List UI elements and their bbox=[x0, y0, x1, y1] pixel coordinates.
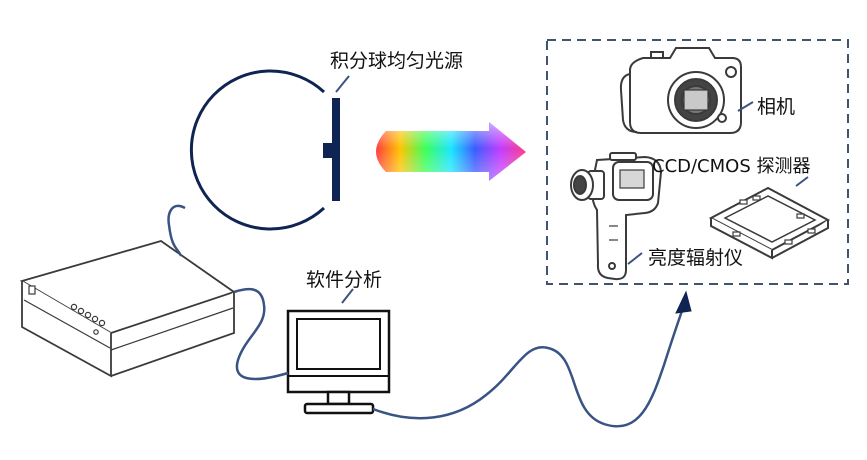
pc-to-devices-cable bbox=[372, 307, 685, 428]
rainbow-arrow-icon bbox=[376, 122, 526, 181]
camera-label: 相机 bbox=[757, 96, 796, 118]
arrow-head-icon bbox=[675, 290, 692, 314]
controller-to-pc-cable bbox=[233, 287, 289, 381]
camera-leader bbox=[737, 101, 754, 112]
luminance-meter-label: 亮度辐射仪 bbox=[648, 247, 744, 269]
ccd-chip-icon bbox=[708, 186, 831, 260]
software-leader bbox=[341, 288, 354, 304]
light-source-label: 积分球均匀光源 bbox=[330, 50, 464, 72]
handheld-luminance-meter-icon bbox=[570, 152, 663, 281]
light-source-leader bbox=[335, 75, 350, 93]
device-group-box bbox=[546, 39, 849, 285]
meter-leader bbox=[627, 252, 643, 265]
computer-monitor-icon bbox=[286, 309, 391, 415]
sphere-cable bbox=[167, 204, 186, 257]
software-label: 软件分析 bbox=[306, 269, 383, 291]
ccd-leader bbox=[795, 176, 809, 187]
dslr-camera-icon bbox=[619, 47, 742, 134]
ccd-detector-label: CCD/CMOS 探测器 bbox=[652, 156, 811, 177]
integrating-sphere-icon bbox=[189, 69, 340, 231]
controller-box-icon bbox=[19, 240, 236, 378]
